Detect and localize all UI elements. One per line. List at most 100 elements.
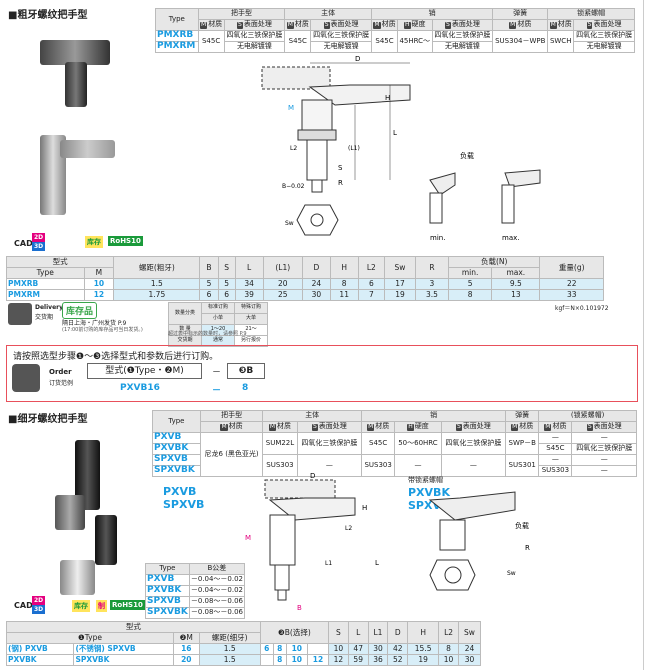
cell-text: 表面处理: [462, 422, 491, 431]
table-cell: 10: [328, 643, 349, 655]
product-photo-handle: [40, 40, 110, 65]
cell-text: min.: [461, 268, 479, 278]
table-cell: 17: [384, 278, 416, 290]
cell-text: 10: [291, 655, 302, 665]
table-cell: —: [538, 432, 573, 444]
table-cell: 24: [302, 278, 331, 290]
cell-text: SPXVB: [154, 454, 188, 465]
cell-text: 数 量: [179, 326, 191, 333]
cell-text: －0.08～－0.06: [190, 597, 243, 606]
table-cell: S: [217, 256, 236, 279]
stock-badge: 库存: [85, 236, 103, 248]
order-b-box: ❸B: [227, 363, 265, 379]
cell-text: D: [313, 262, 320, 272]
cell-text: Type: [36, 268, 54, 278]
cell-text: L: [247, 262, 252, 272]
table-cell: 13: [491, 289, 541, 301]
cell-text: PMXRB: [157, 30, 194, 41]
table-cell: 主体: [262, 410, 363, 422]
table-cell: 四氧化三铁保护膜: [223, 30, 286, 42]
table-cell: 主体: [284, 8, 373, 20]
attribute-badge: M: [373, 21, 381, 29]
cell-text: 交货期: [177, 337, 193, 344]
table-cell: SUS303: [538, 465, 573, 477]
cad-2d-badge[interactable]: 2D: [32, 596, 46, 605]
table-cell: 6: [199, 289, 219, 301]
cell-text: PMXRB: [8, 279, 39, 289]
cell-text: Type: [168, 416, 185, 425]
order-label-cn: 订货范例: [49, 380, 74, 387]
cell-text: 材质: [517, 20, 532, 29]
cell-text: 8: [446, 644, 451, 654]
attribute-badge: H: [407, 423, 414, 431]
with-locknut-label: 带锁紧螺帽: [408, 476, 443, 484]
cell-text: 重量(g): [558, 262, 585, 272]
cad-3d-badge[interactable]: 3D: [32, 242, 46, 251]
cell-text: SWCH: [549, 36, 572, 45]
cell-text: ❶Type: [78, 633, 102, 643]
cell-text: 把手型: [221, 411, 243, 420]
cell-text: 21～: [245, 326, 257, 333]
cell-text: 45HRC～: [399, 36, 431, 45]
table-cell: PMXRB: [6, 278, 85, 290]
table-cell: 大单: [234, 313, 268, 325]
table-cell: －0.04～－0.02: [188, 574, 246, 586]
table-cell: 1.5: [198, 654, 261, 666]
table-cell: 数量分类: [168, 302, 202, 325]
table-cell: 33: [539, 289, 604, 301]
cad-3d-badge[interactable]: 3D: [32, 605, 46, 614]
dim-label: D: [355, 55, 360, 63]
quantity-note: 超过表中标示的数量时，请参照 P.9: [168, 331, 247, 337]
cell-text: H: [341, 262, 348, 272]
table-cell: 42: [387, 643, 409, 655]
cell-text: L2: [444, 627, 454, 637]
cell-text: 1.5: [150, 279, 163, 289]
table-cell: 四氧化三铁保护膜: [296, 432, 363, 455]
cell-text: (钢) PXVB: [8, 644, 48, 654]
product-photo-3-body: [55, 495, 85, 530]
dim-label: S: [338, 164, 343, 172]
table-cell: 另行报价: [234, 335, 268, 347]
cell-text: Sw: [394, 262, 406, 272]
cell-text: 22: [566, 279, 577, 289]
table-cell: D: [302, 256, 331, 279]
dim-label: H: [362, 504, 367, 512]
cell-text: 47: [353, 644, 363, 654]
table-cell: 6: [259, 643, 274, 655]
cell-text: —: [600, 455, 608, 464]
dim-label: (L1): [348, 145, 360, 152]
cell-text: 通常: [212, 337, 223, 344]
attribute-badge: S: [445, 21, 451, 29]
cell-text: 表面处理: [593, 422, 622, 431]
cell-text: 无电解镀镍: [236, 42, 272, 51]
cell-text: 6: [224, 290, 229, 300]
table-cell: 39: [234, 289, 264, 301]
table-cell: min.: [447, 267, 493, 279]
table-cell: 5: [447, 278, 493, 290]
cell-text: 8: [277, 655, 283, 665]
table-cell: —: [571, 432, 637, 444]
dim-label: M: [245, 534, 251, 542]
cad-label: CAD: [14, 239, 33, 248]
table-cell: (L1): [262, 256, 304, 279]
table-cell: SPXVB: [145, 596, 190, 608]
cell-text: 15.5: [414, 644, 432, 654]
table-cell: L1: [367, 621, 389, 644]
table-cell: PXVBK: [145, 585, 190, 597]
dim-label: R: [338, 179, 343, 187]
table-cell: －0.08～－0.06: [188, 607, 246, 619]
table-cell: ❷M: [173, 632, 200, 644]
cell-text: 1～20: [210, 326, 226, 333]
cad-2d-badge[interactable]: 2D: [32, 233, 46, 242]
cell-text: 四氧化三铁保护膜: [301, 438, 358, 447]
table-cell: D: [387, 621, 409, 644]
table-cell: 无电解镀镍: [431, 41, 494, 53]
table-cell: 3.5: [414, 289, 449, 301]
